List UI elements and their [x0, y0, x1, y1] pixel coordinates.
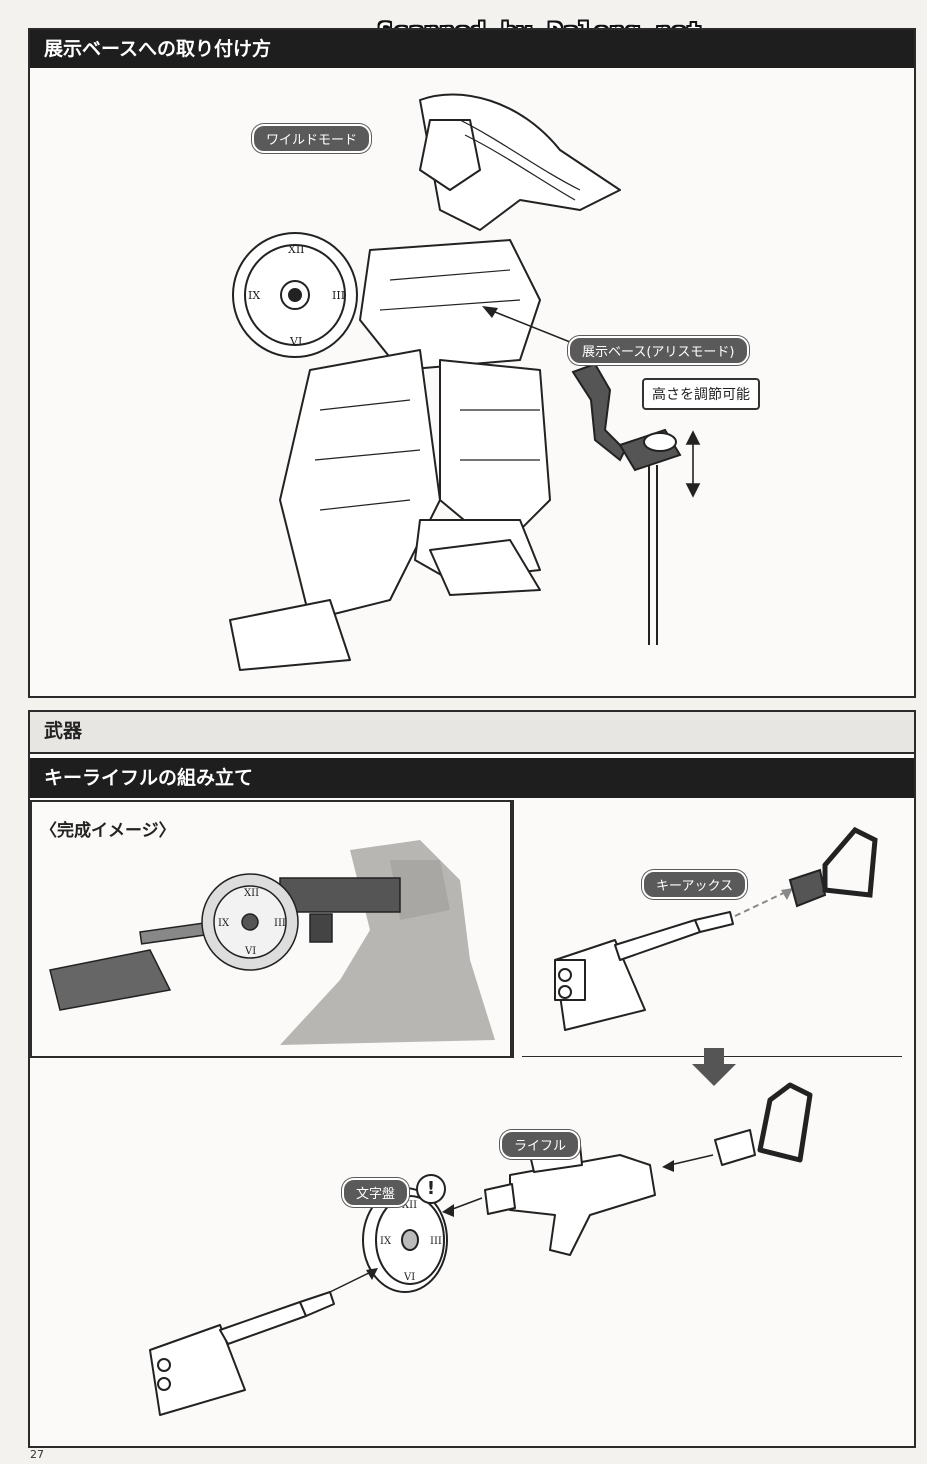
robot-illustration: XII III VI IX — [229, 93, 621, 671]
svg-text:IX: IX — [248, 289, 260, 302]
display-base-part — [571, 362, 701, 645]
section-title-key-rifle: キーライフルの組み立て — [30, 758, 914, 798]
step-down-arrow — [692, 1048, 736, 1086]
svg-text:VI: VI — [244, 946, 256, 957]
svg-text:VI: VI — [403, 1272, 415, 1283]
svg-text:IX: IX — [380, 1236, 392, 1247]
step-divider-vertical — [512, 800, 514, 1058]
section-title-display-base: 展示ベースへの取り付け方 — [30, 30, 914, 68]
callout-height-adjustable: 高さを調節可能 — [642, 378, 760, 410]
step1-rifle-barrel — [554, 826, 878, 1031]
svg-text:XII: XII — [288, 243, 305, 256]
step2-exploded-assembly: XII III VI IX — [149, 1082, 813, 1416]
svg-text:XII: XII — [402, 1200, 417, 1211]
label-key-axe: キーアックス — [642, 870, 748, 899]
section-heading-weapons: 武器 — [30, 712, 914, 754]
svg-text:IX: IX — [218, 918, 230, 929]
label-rifle: ライフル — [500, 1130, 581, 1159]
svg-text:III: III — [430, 1236, 442, 1247]
svg-text:III: III — [274, 918, 286, 929]
label-display-base: 展示ベース(アリスモード) — [568, 336, 749, 365]
svg-text:III: III — [332, 289, 345, 302]
svg-text:XII: XII — [244, 888, 259, 899]
completed-image-label: 〈完成イメージ〉 — [40, 821, 176, 841]
caution-alert-icon: ! — [416, 1174, 446, 1204]
svg-text:VI: VI — [289, 335, 302, 348]
completed-rifle-photo: XII III VI IX — [49, 840, 495, 1045]
label-dial: 文字盤 — [342, 1178, 410, 1207]
page-number: 27 — [30, 1448, 44, 1461]
label-wild-mode: ワイルドモード — [252, 124, 372, 153]
